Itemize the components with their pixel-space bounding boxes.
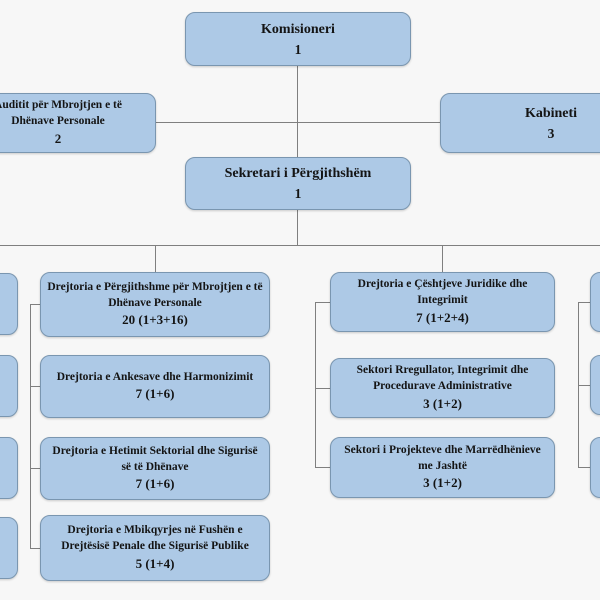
org-box-count: 3 (1+2)	[423, 395, 462, 411]
org-box-title: Auditit për Mbrojtjen e të	[0, 99, 122, 112]
org-box-title: Drejtoria e Hetimit Sektorial dhe Siguri…	[52, 444, 258, 473]
org-box-count: 20 (1+3+16)	[122, 312, 188, 328]
org-box-title: Dhënave Personale	[11, 115, 105, 128]
org-box-title: Sekretari i Përgjithshëm	[224, 166, 372, 182]
org-box-directorate: Drejtoria e Mbikqyrjes në Fushën e Drejt…	[40, 515, 270, 581]
connector-line	[442, 245, 443, 272]
org-box-legal: Sektori Rregullator, Integrimit dhe Proc…	[330, 358, 555, 418]
org-box-count: 1	[294, 186, 302, 202]
org-box-title: Drejtoria e Ankesave dhe Harmonizimit	[56, 370, 254, 383]
org-box-kabineti: Kabineti 3	[440, 93, 600, 153]
org-box-clipped-right	[590, 355, 600, 415]
connector-line	[156, 122, 440, 123]
org-box-komisioneri: Komisioneri 1	[185, 12, 411, 66]
connector-line	[297, 66, 298, 157]
connector-line	[315, 388, 330, 389]
connector-line	[315, 302, 316, 468]
connector-line	[30, 304, 31, 549]
connector-line	[315, 467, 330, 468]
org-box-clipped-right	[590, 437, 600, 498]
org-box-directorate: Drejtoria e Hetimit Sektorial dhe Siguri…	[40, 437, 270, 500]
org-box-title: Drejtoria e Çështjeve Juridike dhe Integ…	[357, 278, 528, 307]
org-box-count: 7 (1+6)	[135, 476, 175, 492]
connector-line	[297, 210, 298, 245]
org-box-title: Drejtoria e Përgjithshme për Mbrojtjen e…	[47, 280, 263, 309]
org-box-count: 1	[294, 41, 302, 57]
connector-line	[315, 302, 330, 303]
connector-line	[30, 386, 40, 387]
connector-line	[578, 302, 590, 303]
org-box-clipped-left	[0, 517, 18, 579]
org-box-clipped-left	[0, 273, 18, 335]
connector-line	[30, 304, 40, 305]
org-box-title: Sektori Rregullator, Integrimit dhe Proc…	[356, 364, 529, 393]
org-box-audit-partial: Auditit për Mbrojtjen e të Dhënave Perso…	[0, 93, 156, 153]
org-box-directorate: Drejtoria e Ankesave dhe Harmonizimit 7 …	[40, 355, 270, 418]
org-box-count: 7 (1+2+4)	[416, 309, 469, 325]
org-box-count: 3 (1+2)	[423, 475, 462, 491]
connector-line	[30, 548, 40, 549]
org-box-clipped-right	[590, 272, 600, 332]
org-box-clipped-left	[0, 355, 18, 417]
org-box-count: 7 (1+6)	[135, 386, 175, 402]
org-box-legal: Drejtoria e Çështjeve Juridike dhe Integ…	[330, 272, 555, 332]
org-box-count: 5 (1+4)	[135, 555, 175, 571]
org-box-clipped-left	[0, 437, 18, 499]
org-box-title: Drejtoria e Mbikqyrjes në Fushën e Drejt…	[61, 524, 249, 553]
org-box-title: Kabineti	[524, 105, 578, 121]
org-box-title: Sektori i Projekteve dhe Marrëdhënieve m…	[344, 443, 541, 472]
org-box-legal: Sektori i Projekteve dhe Marrëdhënieve m…	[330, 437, 555, 498]
org-box-count: 2	[54, 130, 62, 146]
org-box-sekretari: Sekretari i Përgjithshëm 1	[185, 157, 411, 210]
connector-line	[30, 468, 40, 469]
org-box-count: 3	[547, 125, 555, 141]
connector-line	[578, 467, 590, 468]
connector-line	[0, 245, 600, 246]
connector-line	[578, 385, 590, 386]
connector-line	[155, 245, 156, 272]
org-box-title: Komisioneri	[261, 21, 335, 37]
org-box-directorate: Drejtoria e Përgjithshme për Mbrojtjen e…	[40, 272, 270, 337]
